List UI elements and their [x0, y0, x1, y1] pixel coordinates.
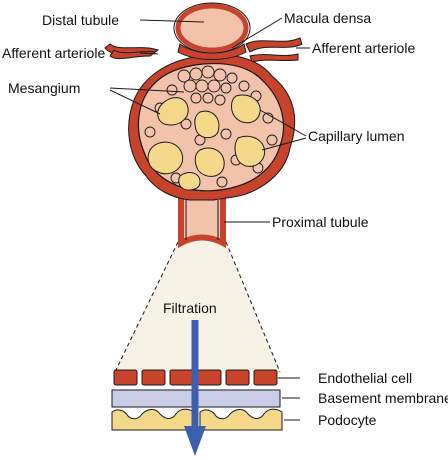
- endothelial-layer: [113, 369, 278, 386]
- label-podocyte: Podocyte: [318, 412, 377, 428]
- distal-tubule: [175, 3, 249, 53]
- magnification-cone: [115, 242, 280, 372]
- podocyte-right: [199, 408, 283, 431]
- label-mesangium: Mesangium: [8, 80, 81, 96]
- label-macula-densa: Macula densa: [284, 10, 372, 26]
- capillary-lumens: [147, 94, 266, 191]
- label-filtration: Filtration: [163, 300, 217, 316]
- proximal-tubule: [178, 192, 226, 248]
- label-afferent-arteriole-right: Afferent arteriole: [312, 40, 416, 56]
- label-capillary-lumen: Capillary lumen: [308, 128, 405, 144]
- mesangium-cells: [144, 65, 278, 188]
- label-proximal-tubule: Proximal tubule: [272, 214, 369, 230]
- label-basement-membrane: Basement membrane: [318, 390, 448, 406]
- label-distal-tubule: Distal tubule: [42, 12, 120, 28]
- cone-right-edge: [225, 241, 281, 373]
- macula-densa: [177, 43, 247, 60]
- filtration-arrow-head: [184, 426, 206, 456]
- label-endothelial-cell: Endothelial cell: [318, 370, 413, 386]
- afferent-arteriole-right: [245, 37, 303, 53]
- leader-lines: [109, 17, 310, 223]
- cone-left-edge: [114, 241, 179, 373]
- label-afferent-arteriole-left: Afferent arteriole: [2, 45, 106, 61]
- podocyte-left: [111, 408, 195, 431]
